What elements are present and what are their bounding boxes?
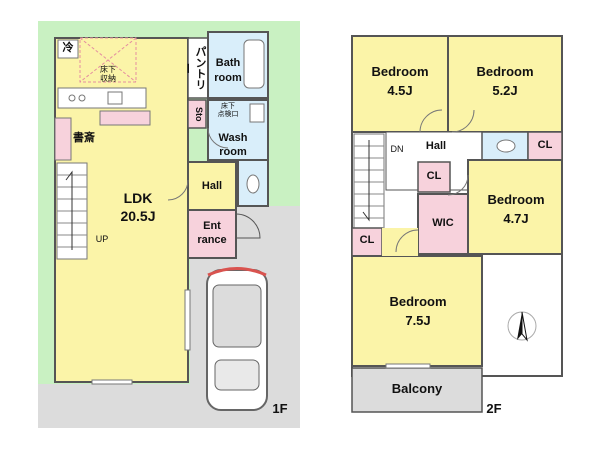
walk-in-closet [417, 193, 469, 255]
balcony [351, 367, 483, 413]
bedroom-4-7-name: Bedroom [487, 192, 545, 207]
underfloor-storage-label: 床下 収納 [100, 65, 116, 84]
apron-area [38, 384, 200, 428]
bedroom-7-5-name: Bedroom [389, 294, 447, 309]
storage-label: Sto [194, 106, 204, 122]
up-label: UP [95, 234, 109, 244]
car-icon [206, 269, 268, 411]
bath-label-1: Bath [215, 57, 241, 69]
underfloor-hatch-label: 床下 点検口 [217, 103, 239, 119]
north-arrow-icon [507, 311, 537, 342]
entrance-label-2: rance [197, 234, 227, 246]
dn-label: DN [390, 144, 404, 154]
entrance-room [187, 209, 237, 259]
bath-label-2: room [214, 72, 242, 84]
bedroom-5-2-size: 5.2J [492, 83, 518, 98]
hall-1f [187, 161, 237, 211]
bedroom-7-5-size: 7.5J [405, 313, 431, 328]
study-desk [54, 117, 72, 161]
study-label: 書斎 [73, 132, 95, 144]
fridge-space [57, 39, 79, 59]
entrance-label-1: Ent [203, 220, 221, 232]
wic-label: WIC [432, 217, 454, 229]
closet-toilet [527, 131, 563, 161]
hall-2f-label: Hall [425, 140, 447, 152]
bedroom-4-5-name: Bedroom [371, 64, 429, 79]
closet-mid [417, 161, 451, 193]
bedroom-4-7-size: 4.7J [503, 211, 529, 226]
floor2-label: 2F [486, 401, 502, 416]
wash-label-1: Wash [218, 132, 248, 144]
floor1-label: 1F [272, 401, 288, 416]
toilet-1f [237, 159, 269, 207]
cl-toilet-label: CL [537, 139, 553, 151]
wash-label-2: room [219, 146, 247, 158]
cl-mid-label: CL [426, 170, 442, 182]
storage-room [187, 99, 207, 129]
closet-left [351, 227, 383, 257]
bedroom-7-5 [351, 255, 483, 367]
ldk-size: 20.5J [120, 208, 156, 224]
bathtub [243, 39, 265, 89]
bedroom-4-5-size: 4.5J [387, 83, 413, 98]
bedroom-5-2-name: Bedroom [476, 64, 534, 79]
ldk-name: LDK [123, 190, 153, 206]
kitchen-island [99, 110, 151, 126]
hall-1f-label: Hall [201, 180, 223, 192]
bedroom-5-2 [447, 35, 563, 133]
kitchen-counter [57, 87, 147, 109]
pantry-label: パントリー [181, 46, 206, 90]
cl-left-label: CL [359, 234, 375, 246]
fridge-label: 冷 [62, 42, 74, 54]
bedroom-4-7 [467, 159, 563, 255]
balcony-label: Balcony [391, 381, 443, 396]
